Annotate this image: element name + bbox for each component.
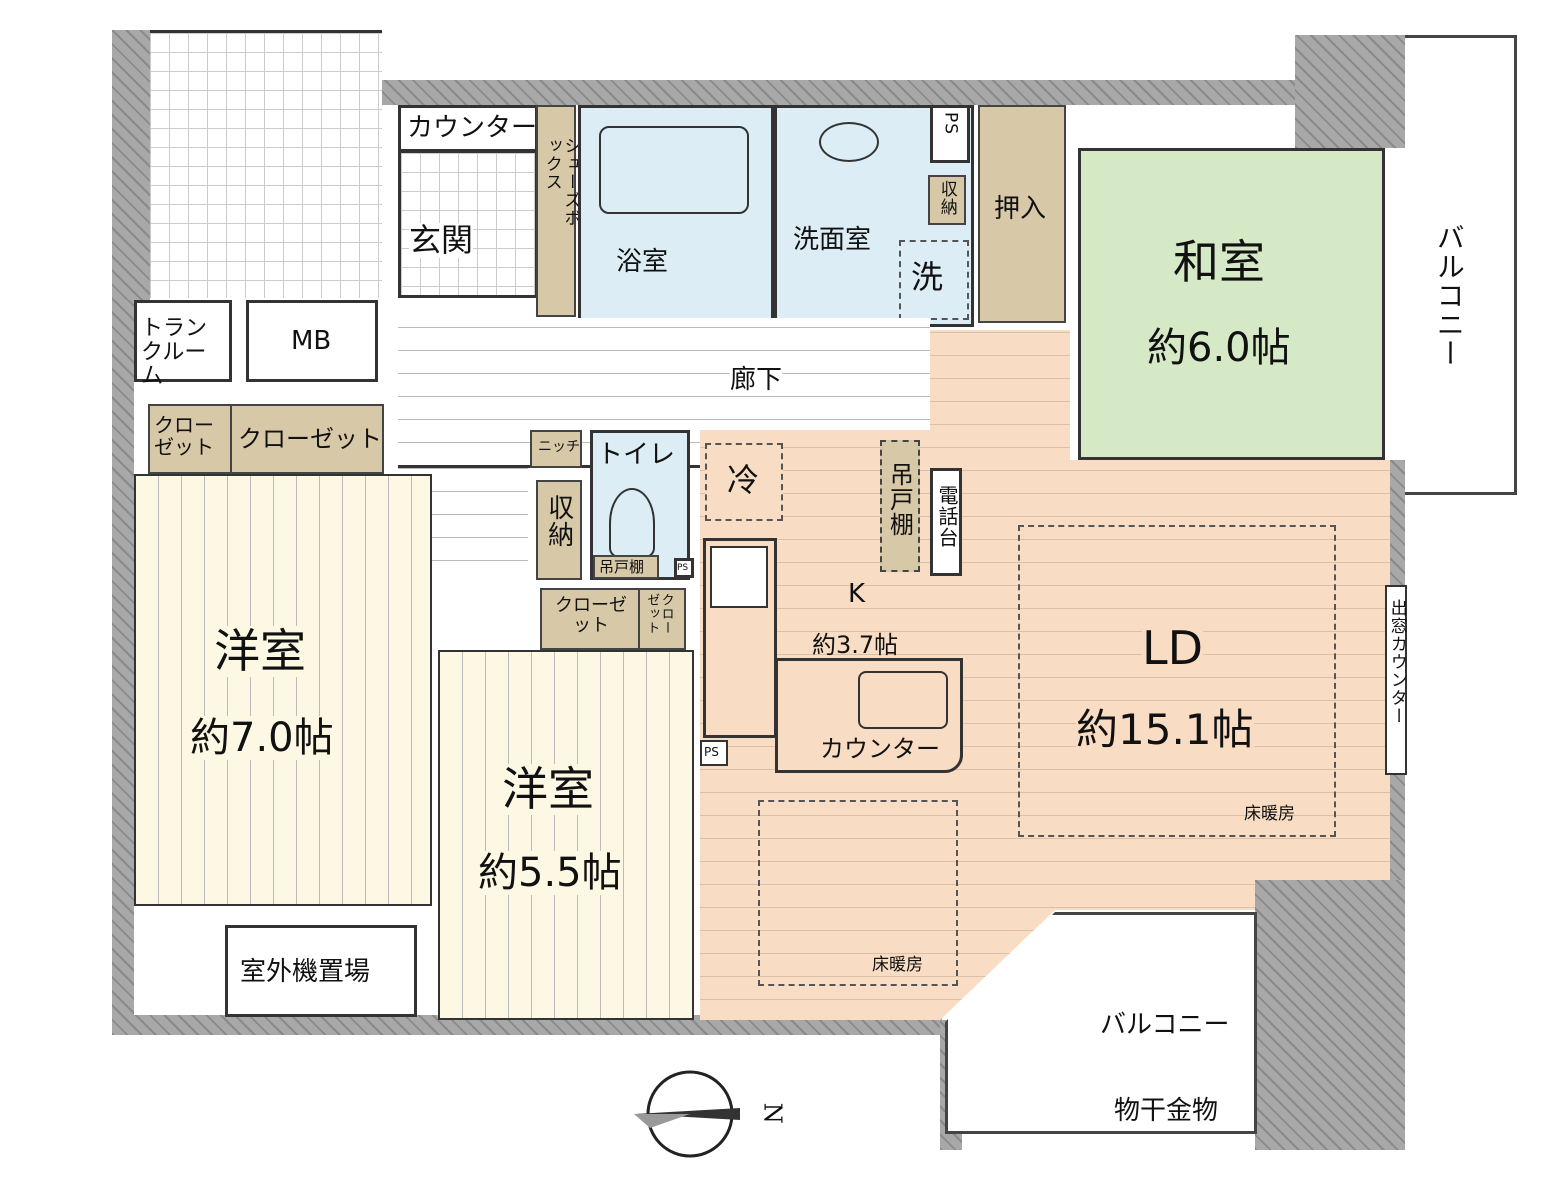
yoshitsu-2: 洋室 約5.5帖 [438,650,694,1020]
hanging-shelf-toilet: 吊戸棚 [593,555,659,579]
kitchen-label: K [848,579,866,609]
closet-c: クローゼット [540,588,640,650]
fridge-space: 冷 [705,443,783,521]
bathroom: 浴室 [578,105,774,330]
wall-left [112,300,134,1035]
phone-stand: 電話台 [930,468,962,576]
yoshitsu-1: 洋室 約7.0帖 [134,474,432,906]
toilet: トイレ 吊戸棚 [590,430,690,580]
ps-toilet: PS [674,558,694,578]
compass-n-label: N [758,1102,787,1124]
closet-b: クローゼット [230,404,384,474]
wall-top-left [112,30,150,300]
hanging-shelf: 吊戸棚 [880,440,920,572]
wall-top [380,80,1380,105]
entrance-porch [150,30,382,298]
washer-space: 洗 [899,240,969,320]
stove-icon [710,546,768,608]
storage-hall: 収納 [536,480,582,580]
outdoor-unit-area: 室外機置場 [225,925,417,1017]
closet-a: クローゼット [148,404,232,474]
ps-top: PS [930,105,970,163]
kitchen-sink-icon [858,671,948,729]
compass-north-arrow-icon [634,1070,740,1158]
closet-d: クローゼット [638,588,686,650]
wall-bottom-right [1255,880,1405,1150]
kitchen-size: 約3.7帖 [812,631,899,659]
balcony-right: バルコニー [1405,35,1517,495]
trunk-room: トランクルーム [134,300,232,389]
mb: MB [246,300,378,382]
bathtub [599,126,749,214]
niche: ニッチ [530,430,582,468]
floor-heating-k: 床暖房 [758,800,958,986]
ps-kitchen: PS [700,740,728,766]
storage-wash: 収納 [928,175,966,225]
floor-heating-ld: LD 約15.1帖 床暖房 [1018,525,1336,837]
oshiire: 押入 [978,105,1066,323]
toilet-bowl-icon [609,488,655,558]
counter-kitchen: カウンター [820,735,940,763]
washitsu: 和室 約6.0帖 [1078,148,1385,460]
shoes-box: シューズボックス [536,105,580,317]
counter-top: カウンター [398,105,538,152]
sink-icon [819,122,879,162]
wall-top-right [1295,35,1405,148]
entrance: 玄関 [398,150,538,298]
bay-window-counter: 出窓カウンター [1385,585,1407,775]
wall-bottom [112,1015,942,1035]
kitchen-counter [775,658,963,773]
compass: N [630,1070,790,1162]
